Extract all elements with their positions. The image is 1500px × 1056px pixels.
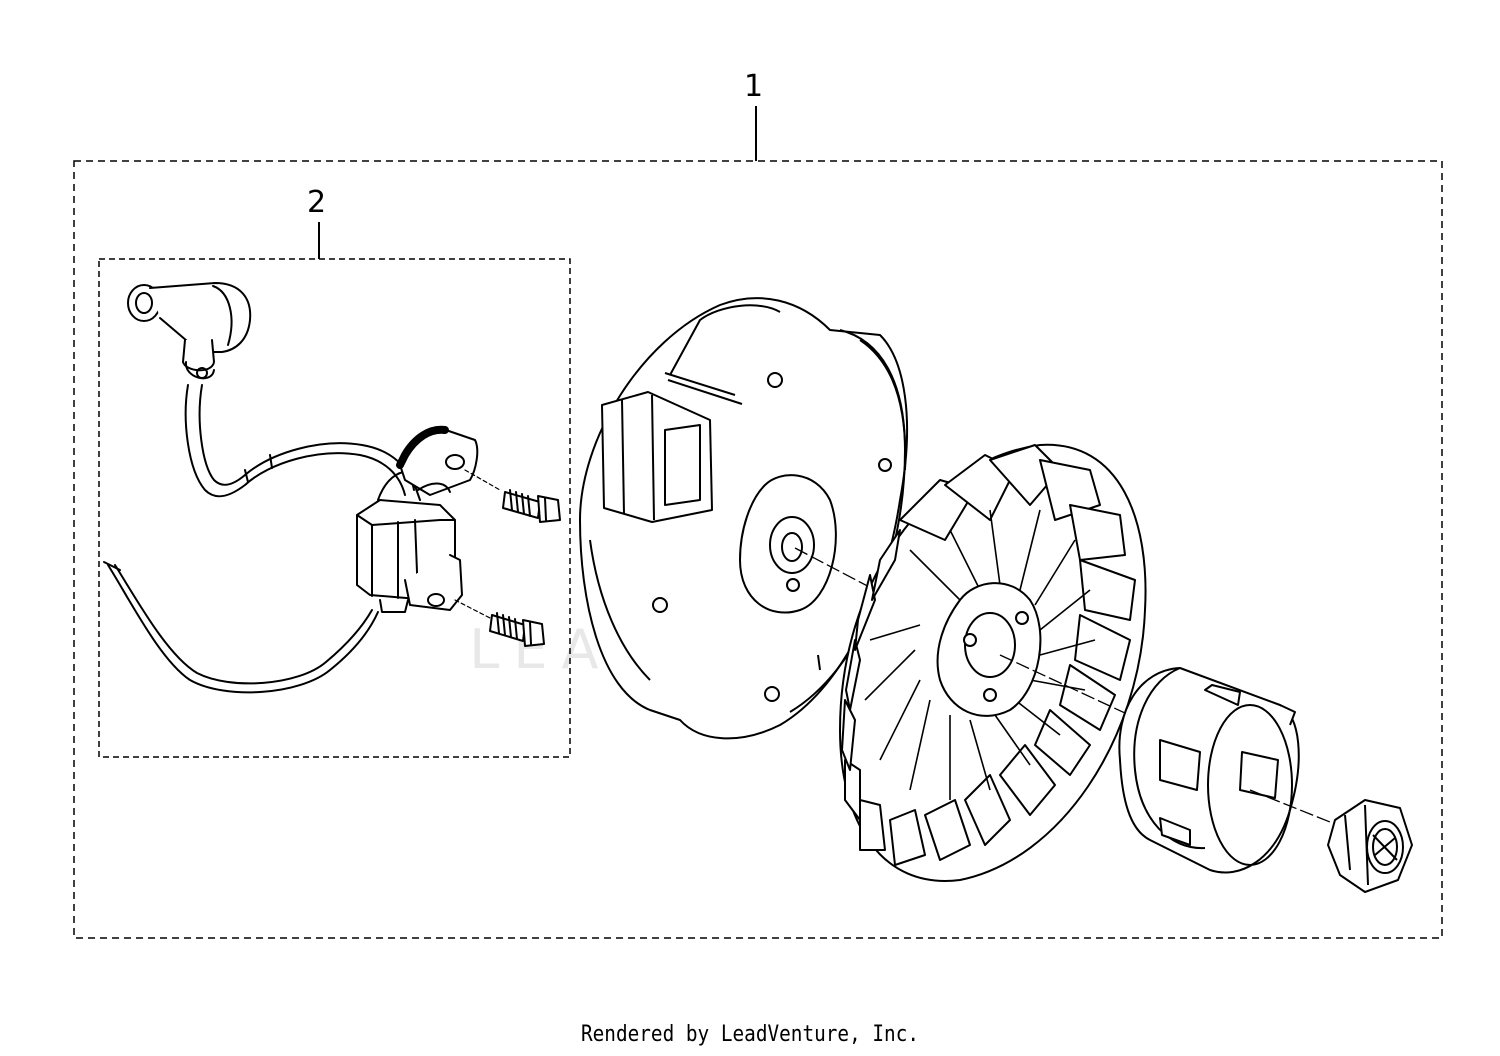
cooling-fan xyxy=(839,443,1147,882)
flywheel-nut xyxy=(1327,799,1413,893)
flywheel-hub xyxy=(739,474,837,614)
coil-mounting-screw-lower xyxy=(489,612,545,647)
flywheel-magnet-rotor xyxy=(579,297,981,740)
assembly-1-boundary xyxy=(73,160,1443,939)
ground-wire xyxy=(107,564,379,694)
callout-number-1: 1 xyxy=(744,69,764,104)
spark-plug-boot xyxy=(127,282,252,380)
starter-cup xyxy=(1118,667,1346,874)
ignition-coil xyxy=(356,425,479,613)
footer-credit: Rendered by LeadVenture, Inc. xyxy=(580,1022,920,1047)
high-tension-lead xyxy=(184,384,406,498)
coil-mounting-screw-upper xyxy=(502,489,561,523)
callout-number-2: 2 xyxy=(307,185,327,220)
assembly-2-boundary xyxy=(98,258,571,758)
ignition-coil-assembly xyxy=(103,282,561,694)
